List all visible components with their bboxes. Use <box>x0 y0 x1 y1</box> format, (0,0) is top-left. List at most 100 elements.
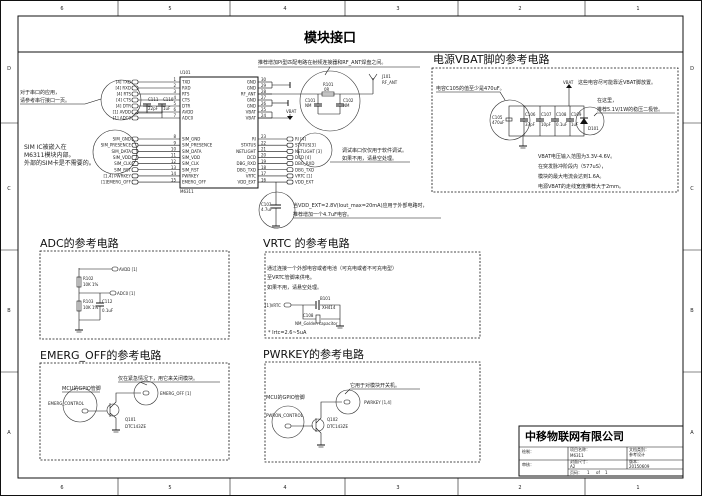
port-symbol <box>286 173 294 179</box>
port-symbol <box>286 155 294 160</box>
cap-value: 33pF <box>525 122 536 127</box>
pin-name: SIM_CLK <box>182 161 199 166</box>
adc-reference-section: ADC的参考电路 AVDD [1] ADC0 [1] R102 10K 1% R… <box>39 236 230 340</box>
net-label: SIM_VDD <box>113 155 131 160</box>
port-symbol <box>131 167 139 173</box>
c112-value: 0.1uF <box>102 308 114 313</box>
column-label: 4 <box>283 6 286 12</box>
vbat-spec-2: 在突发脉冲阶段内（577uS）， <box>538 163 606 170</box>
column-label: 2 <box>518 485 521 491</box>
adc-decoupling-caps: C111 22pF C110 1uF <box>135 97 174 118</box>
pwrkey-net: PWRKEY [1,4] <box>364 400 392 405</box>
pin-number: 14 <box>171 171 177 176</box>
rf-and-power-nets: J101 RF_ANT R101 0R C101 NM C102 NM VBAT <box>258 70 398 132</box>
antenna-icon <box>368 73 378 81</box>
port-symbol <box>286 161 294 166</box>
pin-number: 1 <box>173 77 176 82</box>
emerg-section-title: EMERG_OFF的参考电路 <box>40 348 161 362</box>
vbat-reference-section: 电源VBAT脚的参考电路 电容C105的值至少是470uF。 VBAT 这些电容… <box>431 52 679 193</box>
check-label: 审核： <box>522 461 534 467</box>
pin-name: VRTC <box>246 173 256 178</box>
pin-number: 18 <box>261 165 267 170</box>
pin-number: 12 <box>171 159 177 164</box>
page-label: 页码： <box>570 469 582 475</box>
page-of: of <box>596 470 600 475</box>
port-symbol <box>131 91 139 97</box>
net-label: SIM_GND <box>113 137 131 142</box>
r103-resistor <box>76 300 82 312</box>
pwrkey-note: 它用于对模块开关机。 <box>350 382 400 389</box>
column-label: 1 <box>636 6 639 12</box>
sim-highlight-circle <box>92 129 138 175</box>
column-label: 5 <box>168 6 171 12</box>
pin-number: 11 <box>171 153 177 158</box>
doctype-value: 参考设计 <box>629 451 645 457</box>
pwrkey-mcu-label: MCU的GPIO管脚 <box>266 394 305 401</box>
u101-part: M6311 <box>180 189 194 194</box>
pin-name: SIM_GND <box>182 137 200 142</box>
note-vdd-ext-1: 当VDD_EXT=2.8V(Iout_max=20mA)应用于外部电路时， <box>293 202 428 209</box>
net-label: [1]EMERG_OFF <box>101 180 132 185</box>
port-symbol <box>286 167 294 173</box>
note-uart-1: 对于串口的应用， <box>20 89 60 96</box>
pin-name: GND <box>247 98 256 103</box>
port-symbol <box>131 79 139 85</box>
note-vdd-ext-2: 推荐增加一个4.7uF电容。 <box>293 211 352 218</box>
r102-resistor <box>76 276 82 288</box>
emerg-control-net: EMERG_CONTROL <box>48 401 85 406</box>
column-label: 6 <box>60 6 63 12</box>
c101-ref: C101 <box>305 98 316 103</box>
r101-resistor <box>321 91 335 97</box>
pin-number: 25 <box>261 107 267 112</box>
note-zener: 推荐5.1V/1W的稳压二极管。 <box>597 106 663 113</box>
pin-number: 28 <box>261 89 267 94</box>
net-label: SIM_CLK <box>114 161 131 166</box>
pin-name: GND <box>247 104 256 109</box>
r103-value: 10K 1% <box>83 305 99 310</box>
r101-ref: R101 <box>323 82 334 87</box>
note-here: 在这里， <box>597 97 617 104</box>
pin-name: AVDD <box>182 110 193 115</box>
pwrkey-reference-section: PWRKEY的参考电路 它用于对模块开关机。 MCU的GPIO管脚 PWRON_… <box>263 347 481 463</box>
net-label: RI [4] <box>295 137 306 142</box>
u101-ref: U101 <box>180 70 191 75</box>
pin-name: CTS <box>182 98 190 103</box>
net-label: [4] TXD <box>116 80 131 85</box>
cap-ref: C108 <box>556 112 567 117</box>
project-name: M6311 <box>570 453 584 458</box>
pin-number: 29 <box>261 83 267 88</box>
pin-name: NETLIGHT <box>236 149 256 154</box>
pin-name: ADC0 <box>182 116 194 121</box>
net-label: [1] AVDD <box>113 110 131 115</box>
vbat-label: VBAT <box>563 80 574 85</box>
doctype-label: 文档类别： <box>629 446 649 452</box>
pwrkey-section-title: PWRKEY的参考电路 <box>263 347 364 361</box>
row-label: D <box>7 66 11 72</box>
row-label: B <box>7 308 11 314</box>
port-symbol <box>131 115 139 121</box>
version-value: 20150609 <box>629 464 650 469</box>
pin-name: RI <box>252 137 256 142</box>
port-symbol <box>131 142 139 148</box>
net-label: SIM_RST <box>114 167 131 172</box>
net-label: [4] RXD <box>115 86 131 91</box>
port-symbol <box>131 173 139 179</box>
pin-number: 26 <box>261 101 267 106</box>
note-pi-match: 推荐增加Pi型匹配电路在射频连接器和RF_ANT焊盘之间。 <box>258 59 386 66</box>
pin-name: SIM_VDD <box>182 155 200 160</box>
column-label: 3 <box>396 485 399 491</box>
c103-ref: C103 <box>261 202 272 207</box>
drawn-label: 绘制： <box>522 448 534 454</box>
pin-number: 5 <box>173 101 176 106</box>
q101-value: DTC143ZE <box>125 424 146 429</box>
c110-ref: C110 <box>163 97 174 102</box>
